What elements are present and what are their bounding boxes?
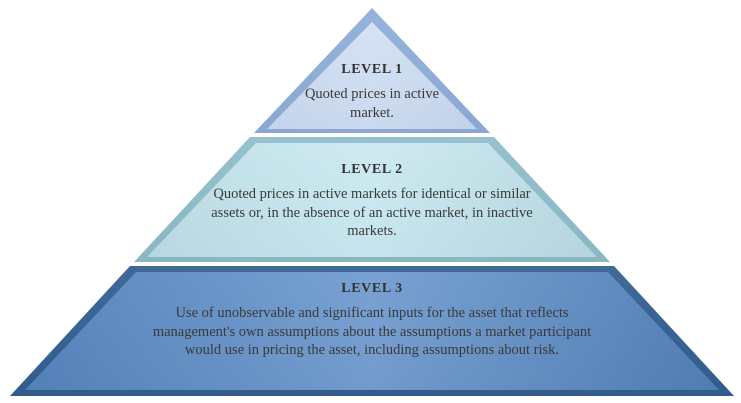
level-3-text-block: LEVEL 3 Use of unobservable and signific…	[134, 281, 610, 360]
level-1-title: LEVEL 1	[341, 62, 403, 77]
level-1-text-block: LEVEL 1 Quoted prices in active market.	[297, 62, 447, 122]
level-2-title: LEVEL 2	[341, 162, 403, 177]
level-3-description: Use of unobservable and significant inpu…	[152, 305, 592, 359]
level-3-title: LEVEL 3	[341, 281, 403, 296]
level-2-description: Quoted prices in active markets for iden…	[211, 186, 533, 240]
level-1-description: Quoted prices in active market.	[304, 86, 440, 121]
level-2-text-block: LEVEL 2 Quoted prices in active markets …	[197, 162, 547, 241]
